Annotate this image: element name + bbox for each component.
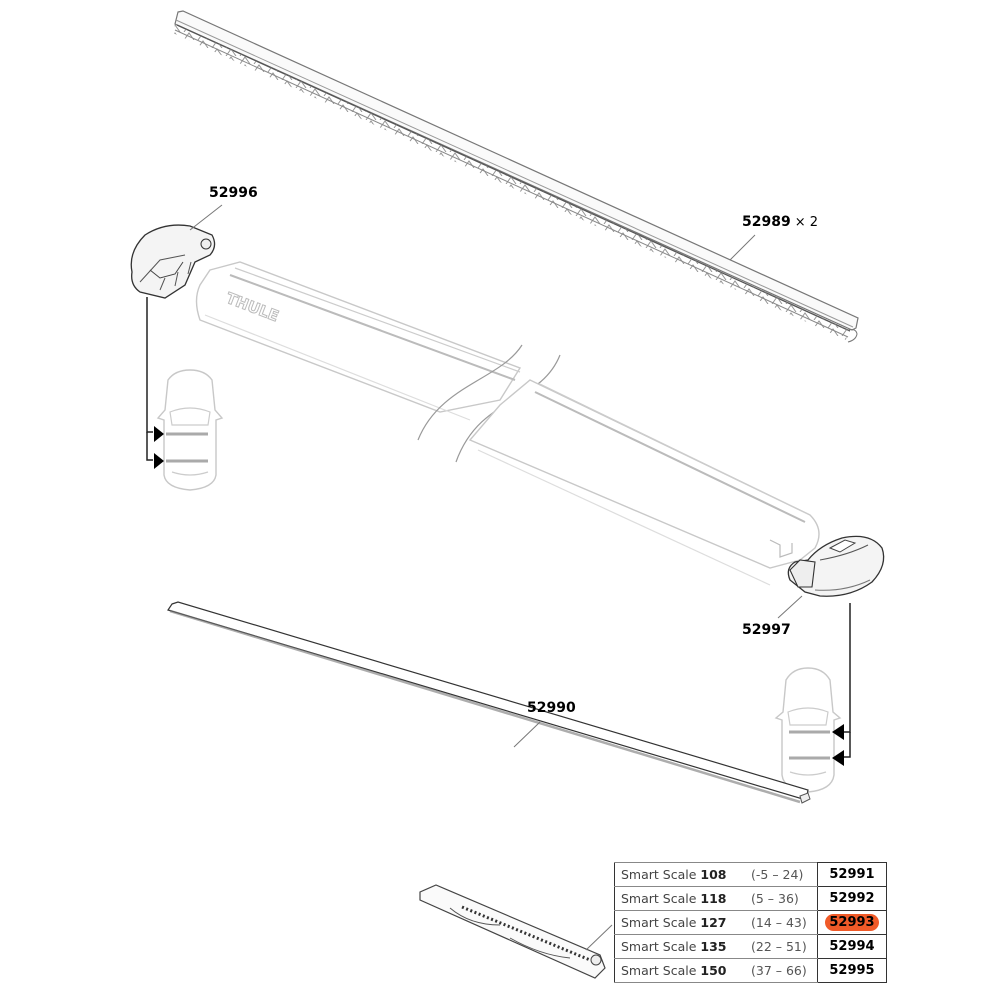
arrow-icon: [832, 750, 844, 766]
part-number: 52992: [829, 891, 875, 906]
part-number: 52994: [829, 939, 875, 954]
label-end-cap-left: 52996: [209, 185, 258, 201]
end-cap-left-52996: [130, 204, 223, 299]
table-row: Smart Scale 118 (5 – 36) 52992: [614, 886, 887, 911]
end-cap-right-52997: [777, 535, 885, 619]
arrow-icon: [154, 426, 164, 442]
part-number: 52991: [829, 867, 875, 882]
label-rubber-strip: 52990: [527, 700, 576, 716]
label-rail: 52989× 2: [742, 214, 819, 230]
label-rail-qty: × 2: [794, 215, 819, 230]
table-row: Smart Scale 135 (22 – 51) 52994: [614, 934, 887, 959]
smart-scale-table: Smart Scale 108 (-5 – 24) 52991 Smart Sc…: [614, 862, 887, 983]
part-number: 52995: [829, 963, 875, 978]
highlighted-part-number: 52993: [825, 914, 879, 931]
rail-52989: [173, 10, 859, 343]
label-end-cap-right: 52997: [742, 622, 791, 638]
arrow-icon: [832, 724, 844, 740]
rubber-strip-52990: [167, 601, 811, 804]
table-row: Smart Scale 108 (-5 – 24) 52991: [614, 862, 887, 887]
car-orientation-left: [146, 297, 224, 491]
aero-bar: THULE: [195, 261, 820, 586]
table-row-highlighted: Smart Scale 127 (14 – 43) 52993: [614, 910, 887, 935]
arrow-icon: [154, 453, 164, 469]
table-row: Smart Scale 150 (37 – 66) 52995: [614, 958, 887, 983]
smart-scale-part: [419, 884, 613, 979]
